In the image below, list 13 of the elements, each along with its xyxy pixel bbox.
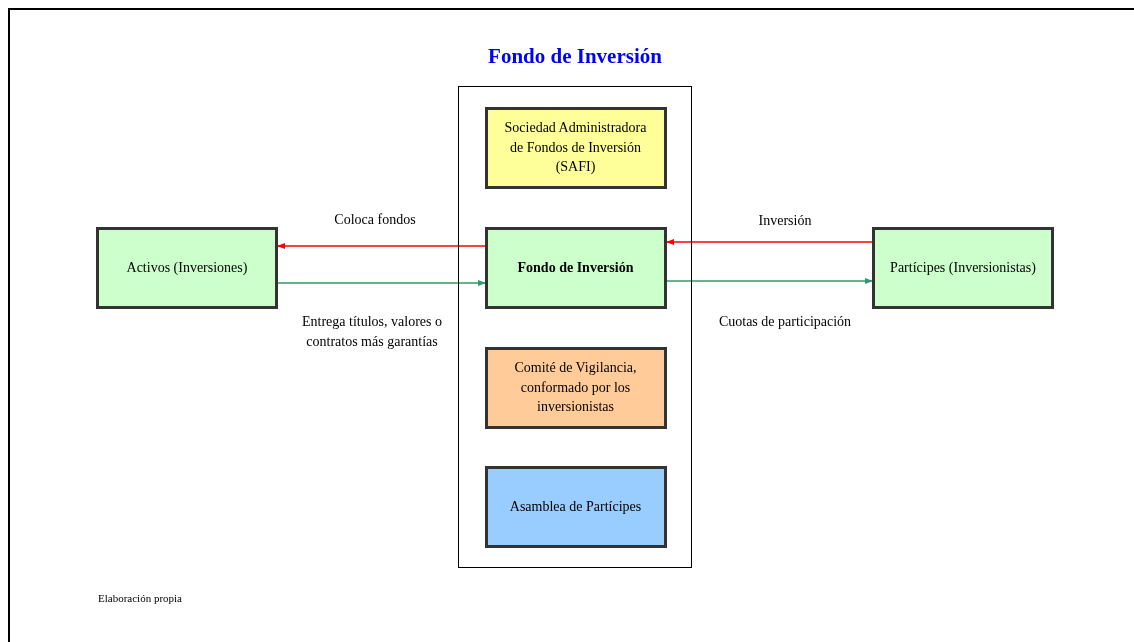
process-box: Fondo de Inversión — [484, 226, 667, 309]
arrow — [666, 278, 873, 284]
process-box: Asamblea de Partícipes — [484, 465, 667, 548]
process-box: Sociedad Administradora de Fondos de Inversión (SAFI) — [484, 106, 667, 189]
arrow — [277, 243, 486, 249]
arrow — [666, 239, 873, 245]
arrow — [277, 280, 486, 286]
container-box — [458, 86, 692, 568]
note-text: Elaboración propia — [98, 592, 182, 604]
diagram-title: Fondo de Inversión — [487, 44, 663, 69]
process-box: Activos (Inversiones) — [96, 227, 278, 309]
process-box: Partícipes (Inversionistas) — [872, 227, 1054, 309]
process-box: Comité de Vigilancia, conformado por los inversionistas — [484, 346, 667, 429]
